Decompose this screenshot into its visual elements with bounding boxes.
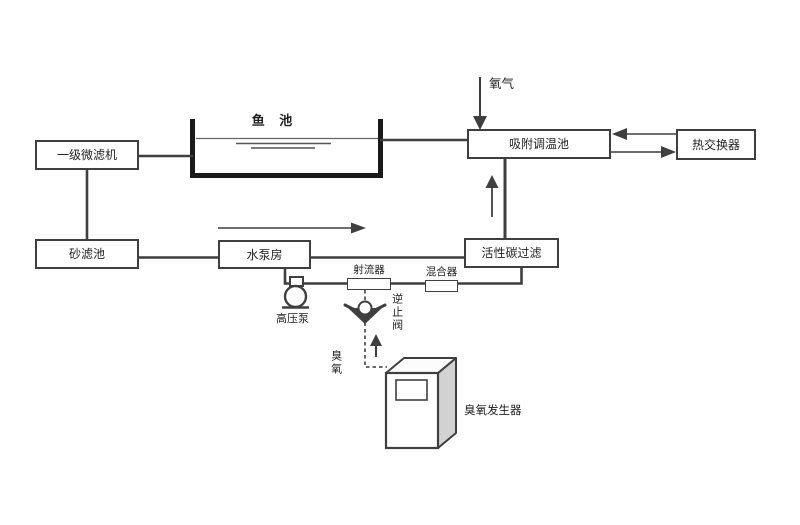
fish-tank-graphic xyxy=(190,119,383,178)
box-micro-filter-label: 一级微滤机 xyxy=(56,148,117,162)
oxygen-label: 氧气 xyxy=(489,76,515,91)
flow-direction-arrow xyxy=(218,222,366,234)
high-pressure-pump-label: 高压泵 xyxy=(276,312,309,325)
check-valve-symbol xyxy=(343,300,387,324)
ozone-label: 臭氧 xyxy=(329,350,343,376)
mixer-label: 混合器 xyxy=(425,266,458,278)
upflow-arrow xyxy=(485,175,499,217)
box-carbon-filter-label: 活性碳过滤 xyxy=(481,246,542,260)
box-adsorption-pool: 吸附调温池 xyxy=(467,129,611,159)
box-heat-exchanger: 热交换器 xyxy=(676,129,756,160)
jet-ejector-label: 射流器 xyxy=(353,264,385,276)
box-mixer xyxy=(425,280,458,292)
pump-symbol xyxy=(282,276,309,309)
box-pump-house: 水泵房 xyxy=(218,240,311,269)
check-valve-label: 逆止阀 xyxy=(390,293,404,332)
ozone-up-arrow xyxy=(370,334,382,357)
ozone-dashed-line xyxy=(364,290,387,368)
pipe-pumphouse-to-pump xyxy=(283,269,348,285)
ozone-generator-window xyxy=(395,379,428,401)
box-micro-filter: 一级微滤机 xyxy=(35,140,139,170)
box-pump-house-label: 水泵房 xyxy=(246,247,283,262)
oxygen-arrow xyxy=(473,77,487,130)
ozone-generator-label: 臭氧发生器 xyxy=(464,403,522,417)
box-heat-exchanger-label: 热交换器 xyxy=(691,137,740,152)
box-sand-filter-label: 砂滤池 xyxy=(68,247,105,261)
box-jet-ejector xyxy=(347,278,391,290)
fish-tank-walls xyxy=(190,119,383,178)
fish-pond-label: 鱼 池 xyxy=(251,114,293,129)
heat-exchanger-return-arrow xyxy=(612,128,676,140)
box-adsorption-pool-label: 吸附调温池 xyxy=(508,137,569,151)
box-sand-filter: 砂滤池 xyxy=(35,239,139,269)
heat-exchanger-supply-arrow xyxy=(611,146,676,158)
pipe-lines xyxy=(85,138,523,285)
box-carbon-filter: 活性碳过滤 xyxy=(464,238,559,268)
ozone-generator-graphic xyxy=(384,357,457,450)
pipe-mixer-to-carbonfilter xyxy=(458,268,523,285)
